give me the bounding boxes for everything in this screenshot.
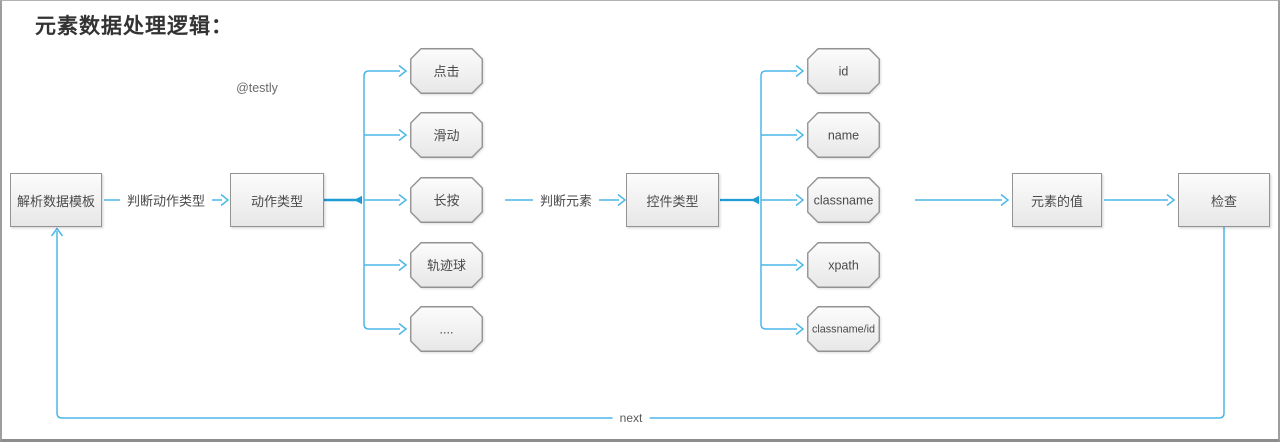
fan-out-junctions [324,195,759,205]
watermark-text: @testly [236,81,278,95]
node-label: classname/id [812,324,875,336]
junction-arrow-left-1 [354,195,362,205]
node-label: 长按 [433,193,459,208]
arrowhead-into-control-type [617,193,627,207]
page-title: 元素数据处理逻辑： [35,15,233,38]
node-element-value: 元素的值 [1012,173,1102,227]
node-label: name [828,129,859,143]
node-label: 解析数据模板 [16,193,95,209]
node-label: xpath [828,259,859,273]
node-label: 检查 [1210,193,1237,209]
node-label: 元素的值 [1030,193,1083,209]
node-label: 控件类型 [646,193,699,209]
node-label: 滑动 [433,128,459,143]
node-action-more: .... [410,306,483,352]
node-locator-id: id [807,48,880,94]
arrowhead-into-name [795,128,805,142]
arrowhead-into-parse [50,227,64,237]
node-check: 检查 [1178,173,1270,227]
node-locator-classname-id: classname/id [807,306,880,352]
node-action-type: 动作类型 [230,173,324,227]
arrowhead-into-xpath [795,258,805,272]
arrowhead-into-swipe [398,128,408,142]
arrowhead-into-check [1166,193,1176,207]
node-label: .... [440,323,454,337]
node-locator-classname: classname [807,177,880,223]
node-control-type: 控件类型 [626,173,719,227]
node-action-longpress: 长按 [410,177,483,223]
edge-label-judge-action-type: 判断动作类型 [119,190,213,210]
node-label: 动作类型 [250,193,303,209]
node-locator-xpath: xpath [807,242,880,288]
flow-edges [50,64,1225,419]
node-action-swipe: 滑动 [410,112,483,158]
arrowhead-into-more [398,322,408,336]
node-label: classname [814,194,874,208]
junction-arrow-left-2 [751,195,759,205]
node-locator-name: name [807,112,880,158]
node-label: 点击 [433,64,459,79]
edge-label-next: next [612,411,650,425]
arrowhead-into-classname-id [795,322,805,336]
arrowhead-into-action-type [220,193,230,207]
node-action-trackball: 轨迹球 [410,242,483,288]
node-label: 轨迹球 [427,258,466,273]
node-parse-data-template: 解析数据模板 [10,173,102,227]
arrowhead-into-trackball [398,258,408,272]
arrowhead-into-classname [795,193,805,207]
edge-label-judge-element: 判断元素 [532,190,600,210]
node-label: id [839,65,849,79]
arrowhead-into-longpress [398,193,408,207]
node-action-click: 点击 [410,48,483,94]
arrowhead-into-element-value [1000,193,1010,207]
arrowhead-into-click [398,64,408,78]
arrowhead-into-id [795,64,805,78]
